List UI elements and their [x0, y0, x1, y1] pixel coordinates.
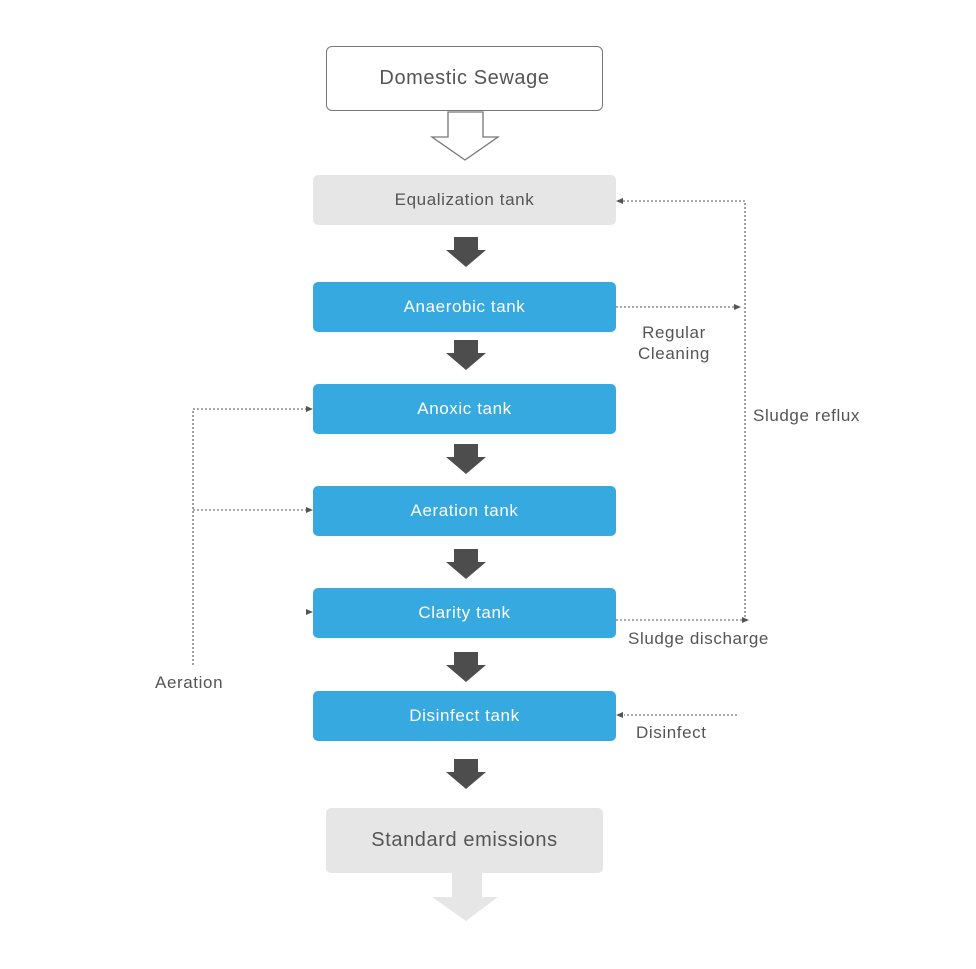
aeration-arrowhead-anoxic: [306, 406, 313, 412]
disinfect-label: Disinfect: [636, 723, 707, 742]
flow-arrow-2: [446, 340, 486, 370]
anaerobic-tank-label: Anaerobic tank: [403, 297, 526, 316]
regular-cleaning-line-1: Regular: [642, 323, 706, 342]
equalization-tank-box: Equalization tank: [313, 175, 616, 225]
regular-cleaning-label: Regular Cleaning: [622, 322, 726, 364]
aeration-arrowhead-clarity: [306, 609, 313, 615]
sludge-reflux-label: Sludge reflux: [753, 406, 861, 425]
sludge-discharge-label: Sludge discharge: [628, 629, 769, 648]
domestic-sewage-label: Domestic Sewage: [379, 67, 550, 89]
cleaning-arrowhead: [734, 304, 741, 310]
flow-arrow-1: [446, 237, 486, 267]
aeration-label: Aeration: [155, 673, 224, 692]
anaerobic-tank-box: Anaerobic tank: [313, 282, 616, 332]
anoxic-tank-box: Anoxic tank: [313, 384, 616, 434]
flow-arrow-6: [446, 759, 486, 789]
reflux-arrowhead: [616, 198, 623, 204]
aeration-arrowhead-aeration: [306, 507, 313, 513]
aeration-tank-box: Aeration tank: [313, 486, 616, 536]
disinfect-arrowhead: [616, 712, 623, 718]
clarity-tank-box: Clarity tank: [313, 588, 616, 638]
discharge-arrowhead: [742, 617, 749, 623]
clarity-tank-label: Clarity tank: [418, 603, 511, 622]
aeration-tank-label: Aeration tank: [410, 501, 519, 520]
flow-arrow-5: [446, 652, 486, 682]
input-hollow-arrow: [429, 111, 501, 161]
equalization-tank-label: Equalization tank: [394, 190, 535, 209]
flow-arrow-3: [446, 444, 486, 474]
flow-arrow-4: [446, 549, 486, 579]
disinfect-tank-box: Disinfect tank: [313, 691, 616, 741]
anoxic-tank-label: Anoxic tank: [417, 399, 512, 418]
output-arrow: [432, 873, 498, 921]
sludge-reflux-line: [616, 200, 746, 621]
disinfect-tank-label: Disinfect tank: [409, 706, 520, 725]
standard-emissions-label: Standard emissions: [371, 829, 558, 851]
aeration-line: [192, 408, 306, 665]
standard-emissions-box: Standard emissions: [326, 808, 603, 873]
domestic-sewage-box: Domestic Sewage: [326, 46, 603, 111]
regular-cleaning-line-2: Cleaning: [638, 344, 710, 363]
